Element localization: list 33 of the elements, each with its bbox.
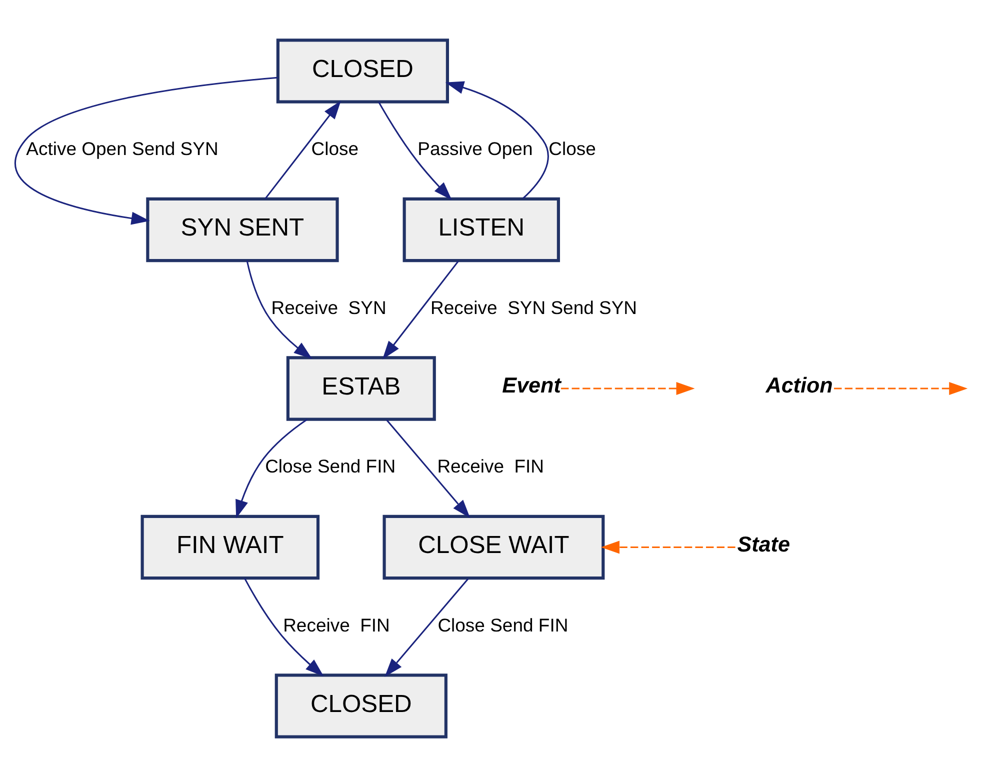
edge-label: Receive SYN Send SYN [430,296,638,318]
edge-label: Close Send FIN [438,614,568,635]
edge-label: Close [548,138,596,159]
arrow [445,80,549,199]
edge-label: Active Open Send SYN [26,138,218,159]
node-box: CLOSED [276,38,450,103]
arrow [14,76,278,224]
arrow [236,418,308,518]
edge-label: Close Send FIN [265,455,396,476]
arrow [244,578,324,676]
node-text: Action [766,372,833,398]
arrow [382,260,459,359]
arrow [386,419,470,518]
arrow [378,101,452,200]
arrow [246,260,312,359]
node-box: LISTEN [402,196,560,262]
edge-label: Receive FIN [283,614,390,635]
node-box: SYN SENT [146,196,339,262]
node-box: FIN WAIT [140,514,320,580]
arrow [384,578,469,676]
node-box: CLOSED [274,673,448,738]
arrow [834,382,968,394]
node-box: ESTAB [286,356,436,420]
arrow [600,540,736,554]
edge-label: Passive Open [418,138,533,159]
node-text: Event [502,372,561,398]
node-box: CLOSE WAIT [382,514,605,580]
edge-label: Receive SYN [271,296,386,318]
edge-label: Close [311,138,359,159]
arrow [560,382,695,394]
arrow [264,100,341,199]
edge-label: Receive FIN [437,455,544,476]
node-text: State [737,530,790,556]
